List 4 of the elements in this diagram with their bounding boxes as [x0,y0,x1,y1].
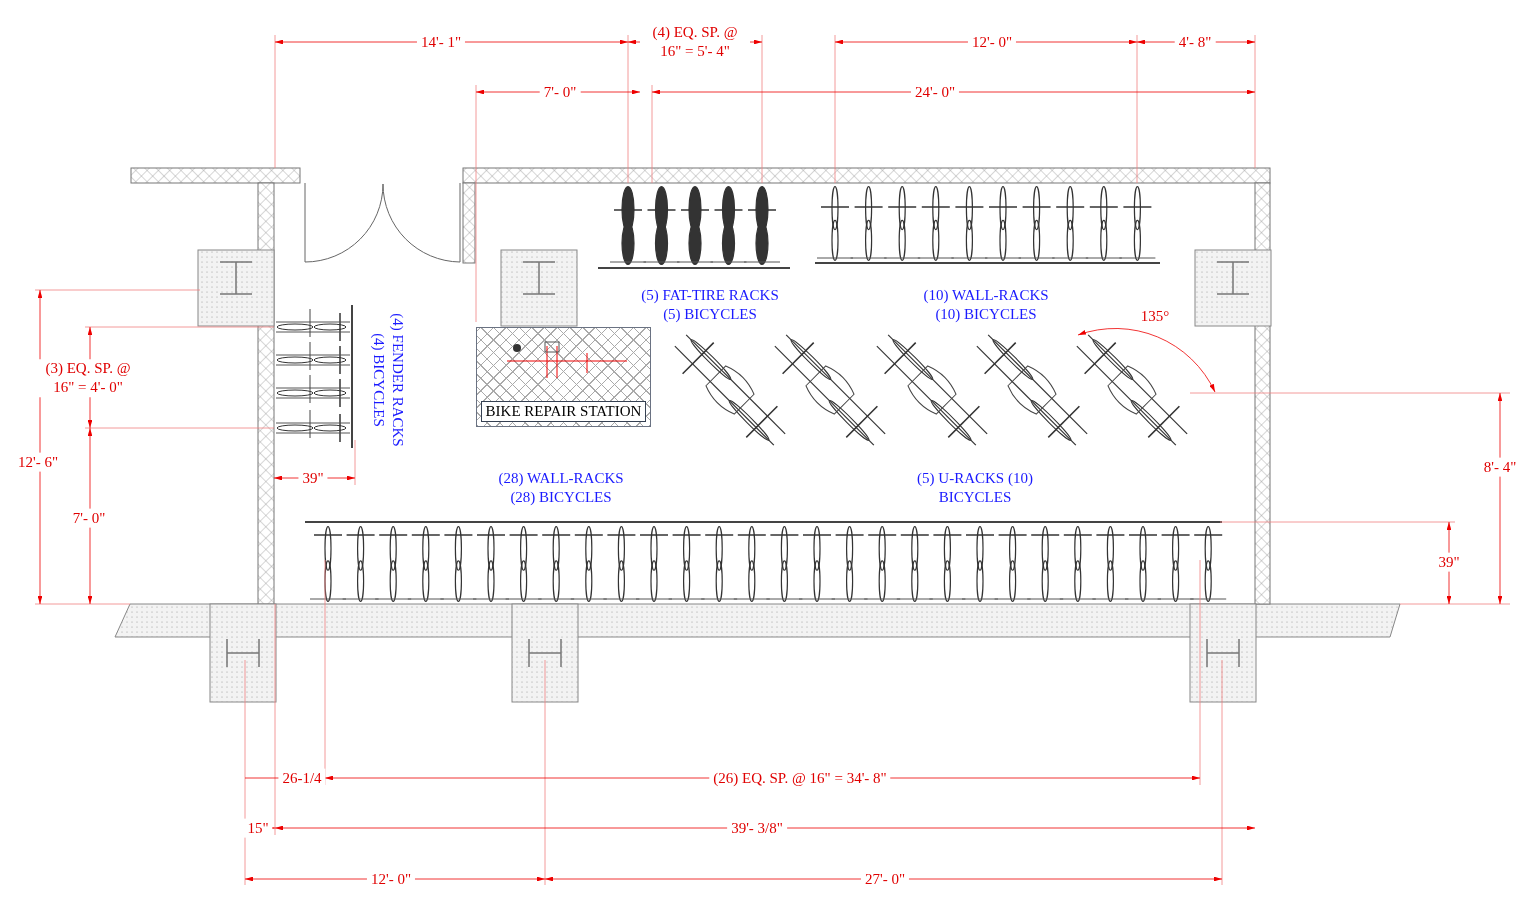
repair-station-box [476,327,651,427]
dimension-label: 26-1/4 [278,768,326,788]
station-label: BIKE REPAIR STATION [480,401,647,422]
dimension-label: 15" [243,818,273,838]
